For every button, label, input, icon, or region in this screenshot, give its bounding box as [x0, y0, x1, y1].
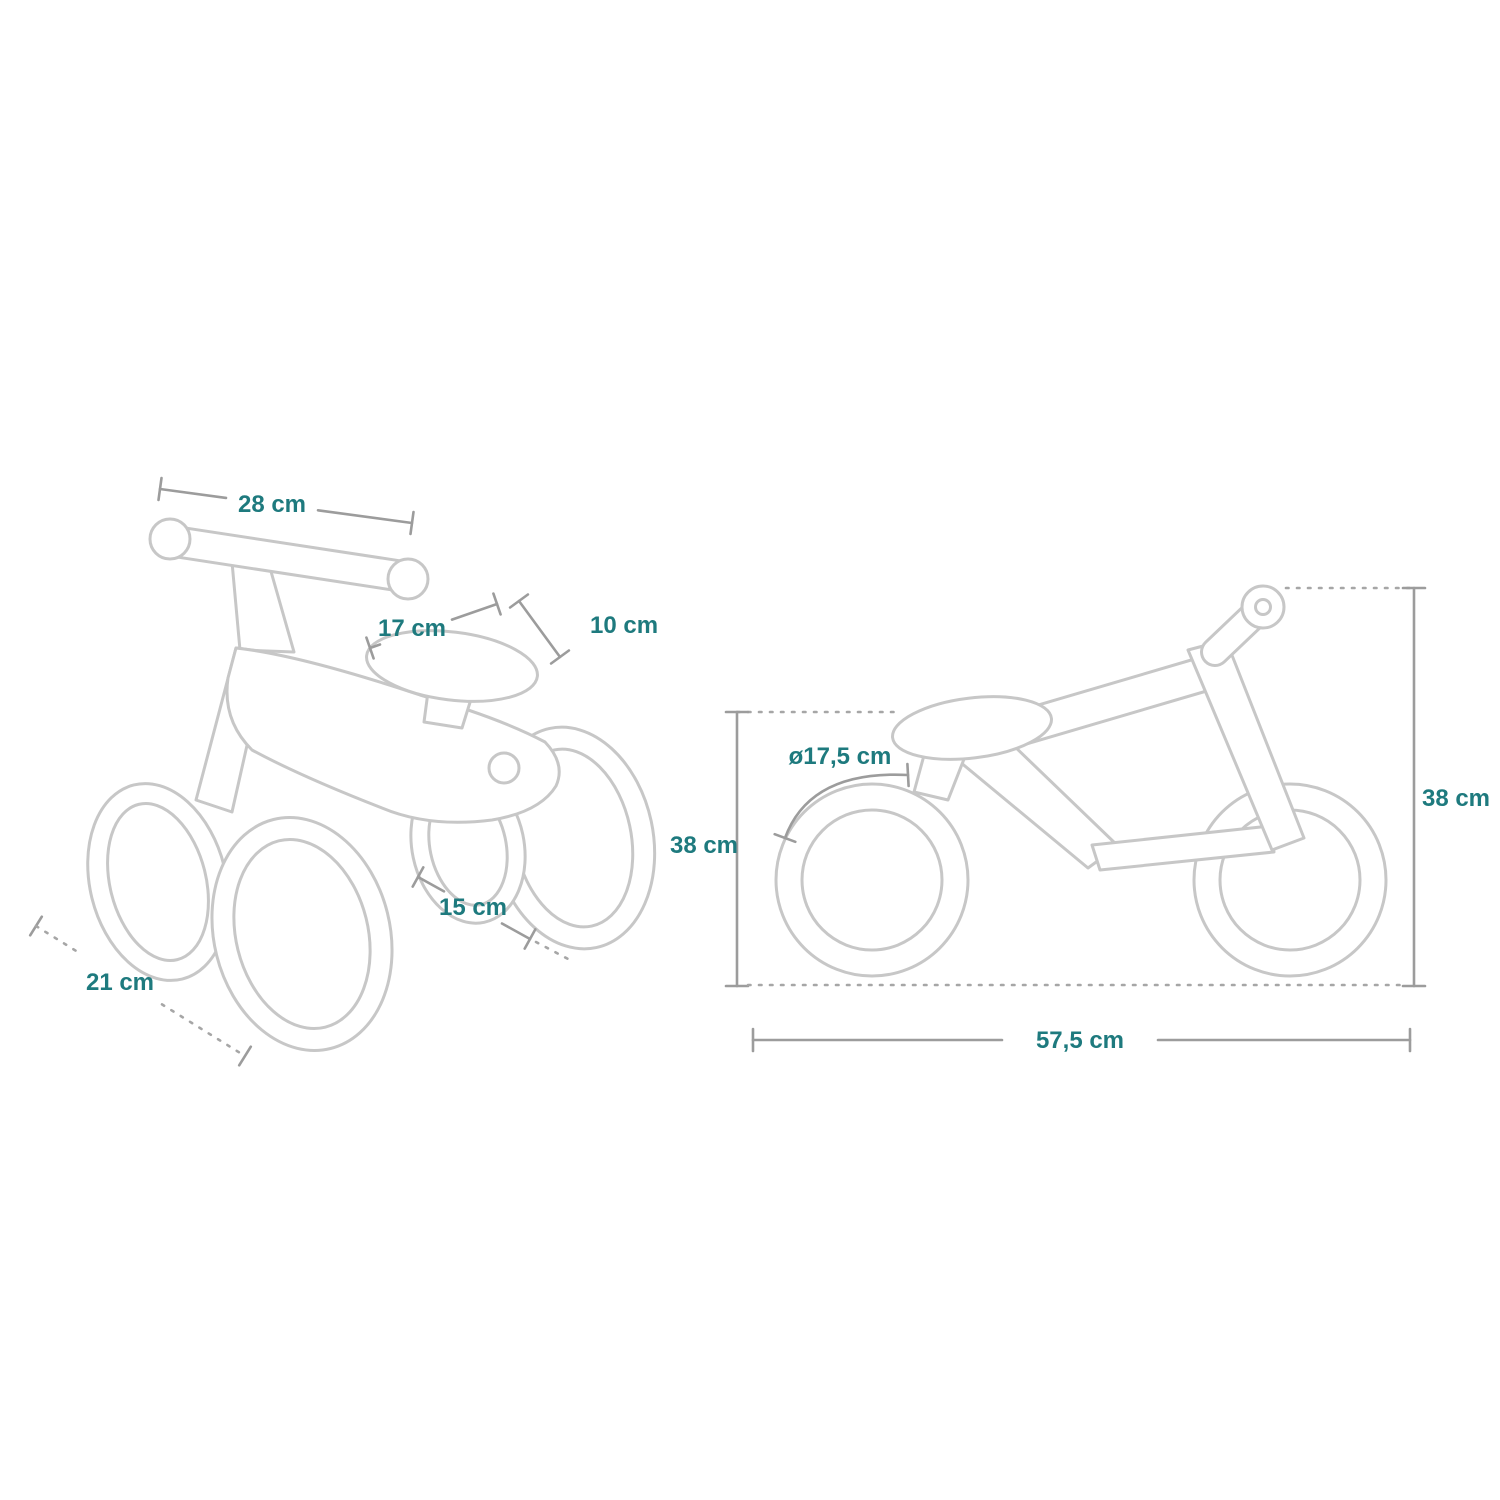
dim-label-wheel-diameter: ø17,5 cm [789, 743, 892, 770]
bottom-tube [1090, 824, 1276, 872]
dim-rear-wheel-spacing: 15 cm [411, 866, 572, 962]
dim-seat-height: 38 cm [670, 710, 904, 988]
grip-end-cap [1254, 598, 1272, 616]
dim-seat-length: 17 cm [365, 592, 502, 660]
dim-label-seat-length: 17 cm [378, 615, 446, 642]
steering-column [230, 560, 296, 654]
dim-overall-length: 57,5 cm [751, 1027, 1412, 1054]
left-grip [148, 517, 192, 561]
dim-label-seat-height: 38 cm [670, 832, 738, 859]
seat [365, 629, 539, 703]
dim-front-wheel-spacing: 21 cm [28, 915, 253, 1067]
near-front-wheel [210, 816, 394, 1052]
dim-wheel-diameter: ø17,5 cm [773, 743, 910, 844]
dim-label-seat-width: 10 cm [590, 612, 658, 639]
dim-label-front-wheel-spacing: 21 cm [86, 969, 154, 996]
side-seat [891, 695, 1053, 761]
dim-seat-width: 10 cm [508, 593, 658, 665]
bike-artwork-side [774, 584, 1388, 978]
side-rear-wheel [774, 782, 970, 978]
dim-overall-height: 38 cm [1284, 586, 1490, 988]
bike-artwork-perspective [86, 517, 657, 1052]
dim-label-handlebar-width: 28 cm [238, 491, 306, 518]
far-front-wheel [86, 782, 230, 982]
perspective-view: 28 cm 17 cm 10 cm [28, 476, 658, 1067]
dim-label-overall-length: 57,5 cm [1036, 1027, 1124, 1054]
rear-hub-cap [487, 751, 521, 785]
dim-label-rear-wheel-spacing: 15 cm [439, 894, 507, 921]
dim-label-overall-height: 38 cm [1422, 785, 1490, 812]
side-view: ø17,5 cm 38 cm 38 cm [670, 584, 1490, 1054]
dim-handlebar-width: 28 cm [157, 476, 415, 536]
right-grip [386, 557, 430, 601]
